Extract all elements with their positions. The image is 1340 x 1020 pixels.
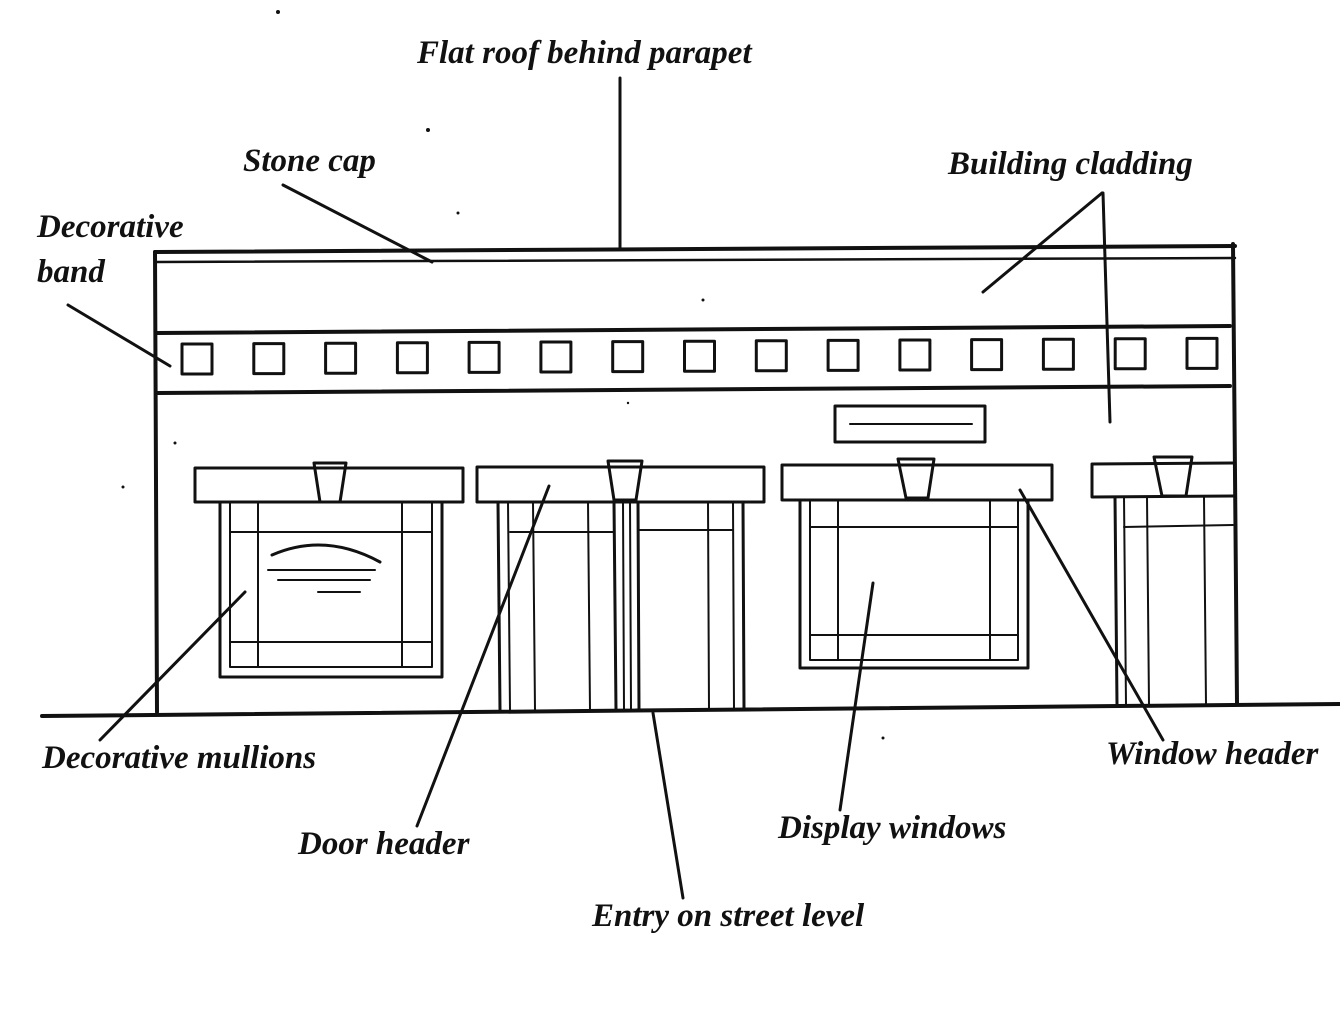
leader-window-header bbox=[1018, 488, 1165, 742]
band-square bbox=[1113, 337, 1147, 371]
label-door-header: Door header bbox=[298, 826, 470, 862]
bay-1-window bbox=[193, 461, 465, 679]
leader-decorative-band bbox=[66, 303, 172, 368]
leader-building-cladding-1 bbox=[981, 191, 1104, 294]
window-header-3 bbox=[780, 463, 1054, 502]
right-wall-line bbox=[1231, 242, 1239, 705]
decorative-band-squares bbox=[180, 336, 1219, 376]
leader-building-cladding-2 bbox=[1101, 191, 1112, 424]
bay-2-entry bbox=[475, 459, 766, 712]
label-decorative-band-line2: band bbox=[37, 254, 105, 290]
band-square bbox=[252, 342, 286, 376]
street-level-line bbox=[40, 702, 1340, 718]
label-entry: Entry on street level bbox=[592, 898, 865, 934]
keystone-2 bbox=[606, 459, 644, 502]
band-square bbox=[395, 341, 429, 375]
keystone-3 bbox=[896, 457, 936, 500]
band-square bbox=[324, 341, 358, 375]
label-decorative-band-line1: Decorative bbox=[37, 209, 184, 245]
label-stone-cap: Stone cap bbox=[243, 143, 376, 179]
left-wall-line bbox=[153, 250, 159, 714]
leader-display-windows bbox=[838, 581, 875, 812]
band-square bbox=[970, 338, 1004, 372]
door-header-block bbox=[475, 465, 766, 504]
scan-specks bbox=[121, 10, 885, 740]
band-square bbox=[898, 338, 932, 372]
band-square bbox=[1185, 336, 1219, 370]
label-display-windows: Display windows bbox=[778, 810, 1007, 846]
bay-3-display-window bbox=[780, 457, 1054, 670]
bay-4-partial bbox=[1090, 455, 1235, 707]
label-flat-roof: Flat roof behind parapet bbox=[417, 35, 752, 71]
sign-panel bbox=[833, 404, 987, 444]
band-square bbox=[539, 340, 573, 374]
label-decorative-mullions: Decorative mullions bbox=[42, 740, 317, 776]
label-window-header: Window header bbox=[1106, 736, 1319, 772]
band-square bbox=[826, 338, 860, 372]
leader-stone-cap bbox=[281, 183, 434, 264]
leader-decorative-mullions bbox=[98, 590, 247, 742]
leader-entry bbox=[651, 711, 685, 900]
building-outline bbox=[40, 242, 1340, 718]
band-square bbox=[754, 339, 788, 373]
parapet-top-line bbox=[153, 244, 1237, 254]
band-square bbox=[180, 342, 214, 376]
band-square bbox=[611, 340, 645, 374]
band-square bbox=[683, 339, 716, 373]
band-square bbox=[467, 340, 501, 374]
stone-cap-line bbox=[153, 256, 1237, 264]
band-top-line bbox=[155, 324, 1232, 335]
leader-door-header bbox=[415, 484, 551, 828]
leader-lines bbox=[66, 76, 1165, 900]
window-header-1 bbox=[193, 466, 465, 504]
keystone-4 bbox=[1152, 455, 1194, 498]
band-bottom-line bbox=[155, 384, 1232, 395]
label-building-cladding: Building cladding bbox=[948, 146, 1193, 182]
band-square bbox=[1041, 337, 1075, 371]
